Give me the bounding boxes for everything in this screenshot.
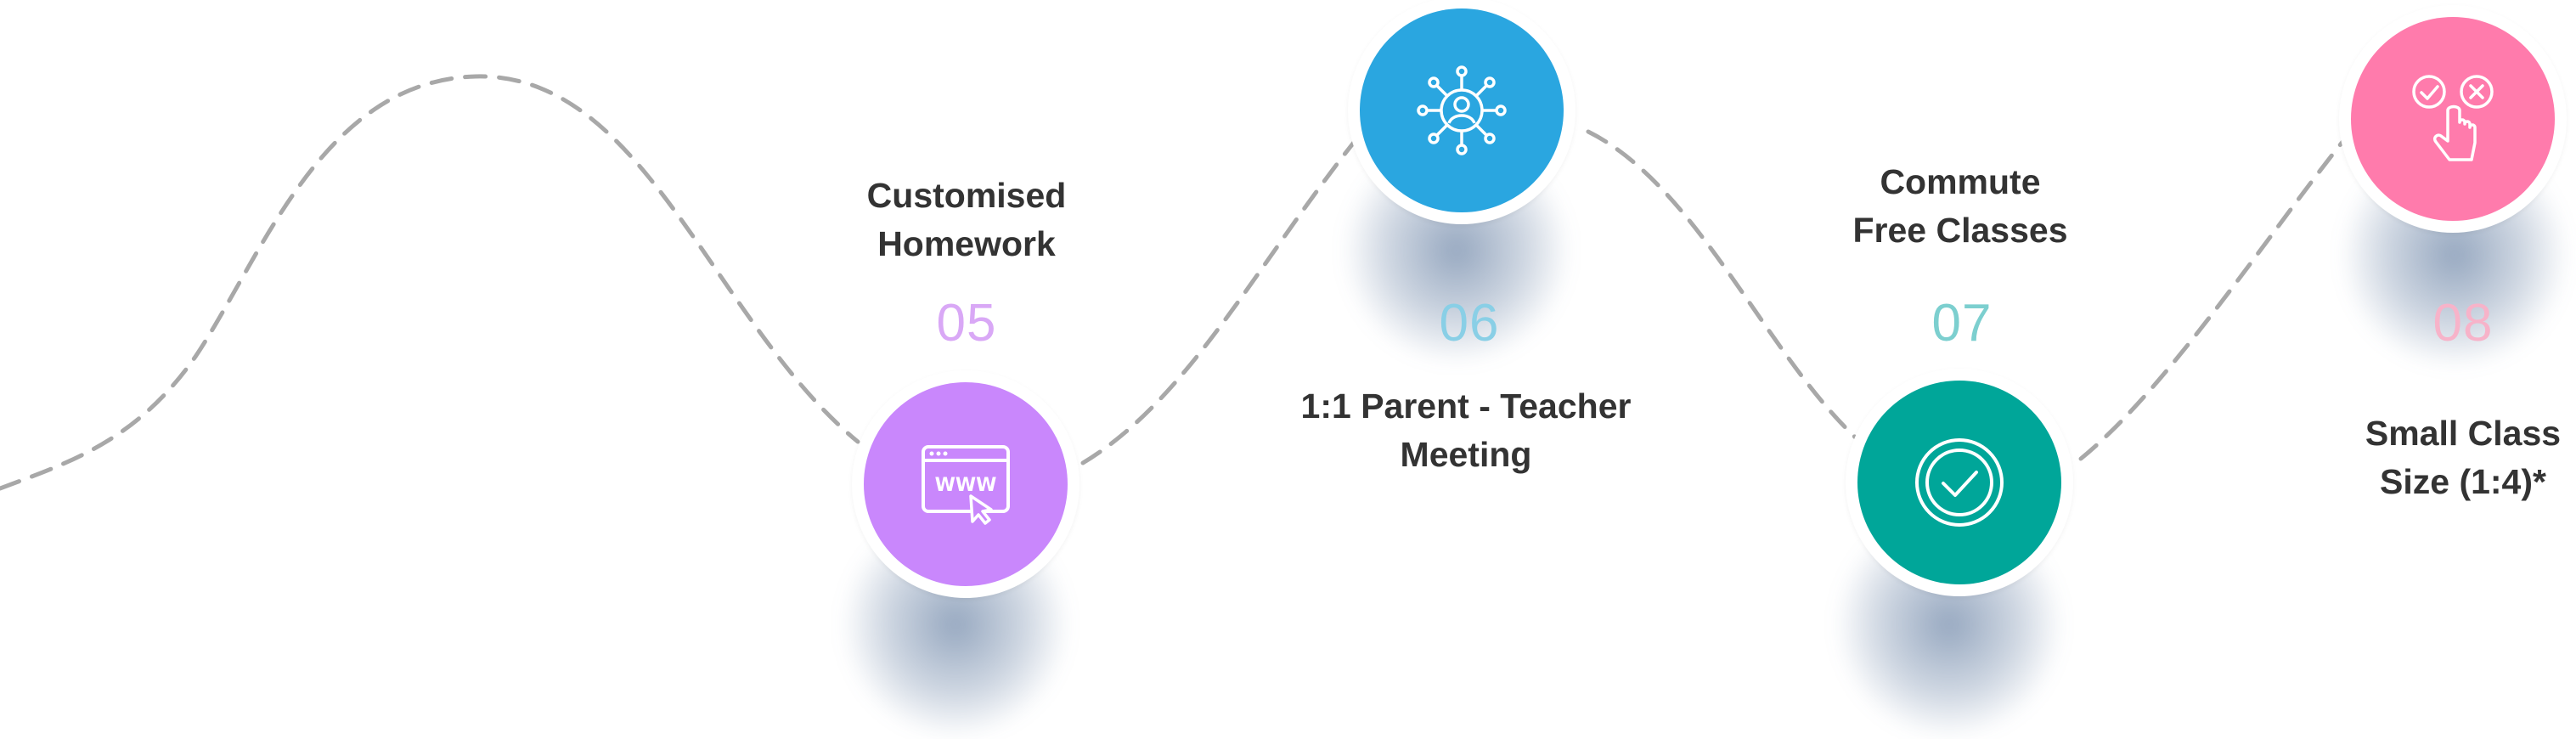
step-06-label: 1:1 Parent - Teacher Meeting [1245,382,1687,479]
step-05-label-line-1: Customised [866,176,1067,215]
step-08-circle [2339,5,2567,233]
step-05-number: 05 [936,294,997,353]
step-08-number: 08 [2432,294,2494,353]
www-browser-icon: WWW [922,445,1010,525]
step-07-label-line-1: Commute [1880,162,2041,201]
network-person-icon [1417,65,1507,155]
step-08-label-line-2: Size (1:4)* [2380,462,2546,501]
step-08-label-line-1: Small Class [2365,414,2562,453]
dashed-connector-path [0,74,2364,491]
step-05-circle: WWW [852,370,1079,598]
step-07-circle [1846,369,2073,596]
step-06-label-line-2: Meeting [1400,435,1532,474]
step-06-number: 06 [1439,294,1500,353]
step-07-number: 07 [1931,294,1993,353]
svg-text:WWW: WWW [935,475,997,496]
step-05-label-line-2: Homework [877,224,1056,263]
choice-tap-icon [2412,75,2494,161]
step-08-label: Small Class Size (1:4)* [2242,409,2576,506]
step-06-label-line-1: 1:1 Parent - Teacher [1300,386,1632,426]
step-05-label: Customised Homework [746,172,1187,268]
step-07-label: Commute Free Classes [1739,158,2181,255]
check-circle-icon [1915,438,2004,527]
step-06-circle [1348,0,1575,224]
step-07-label-line-2: Free Classes [1852,211,2068,250]
